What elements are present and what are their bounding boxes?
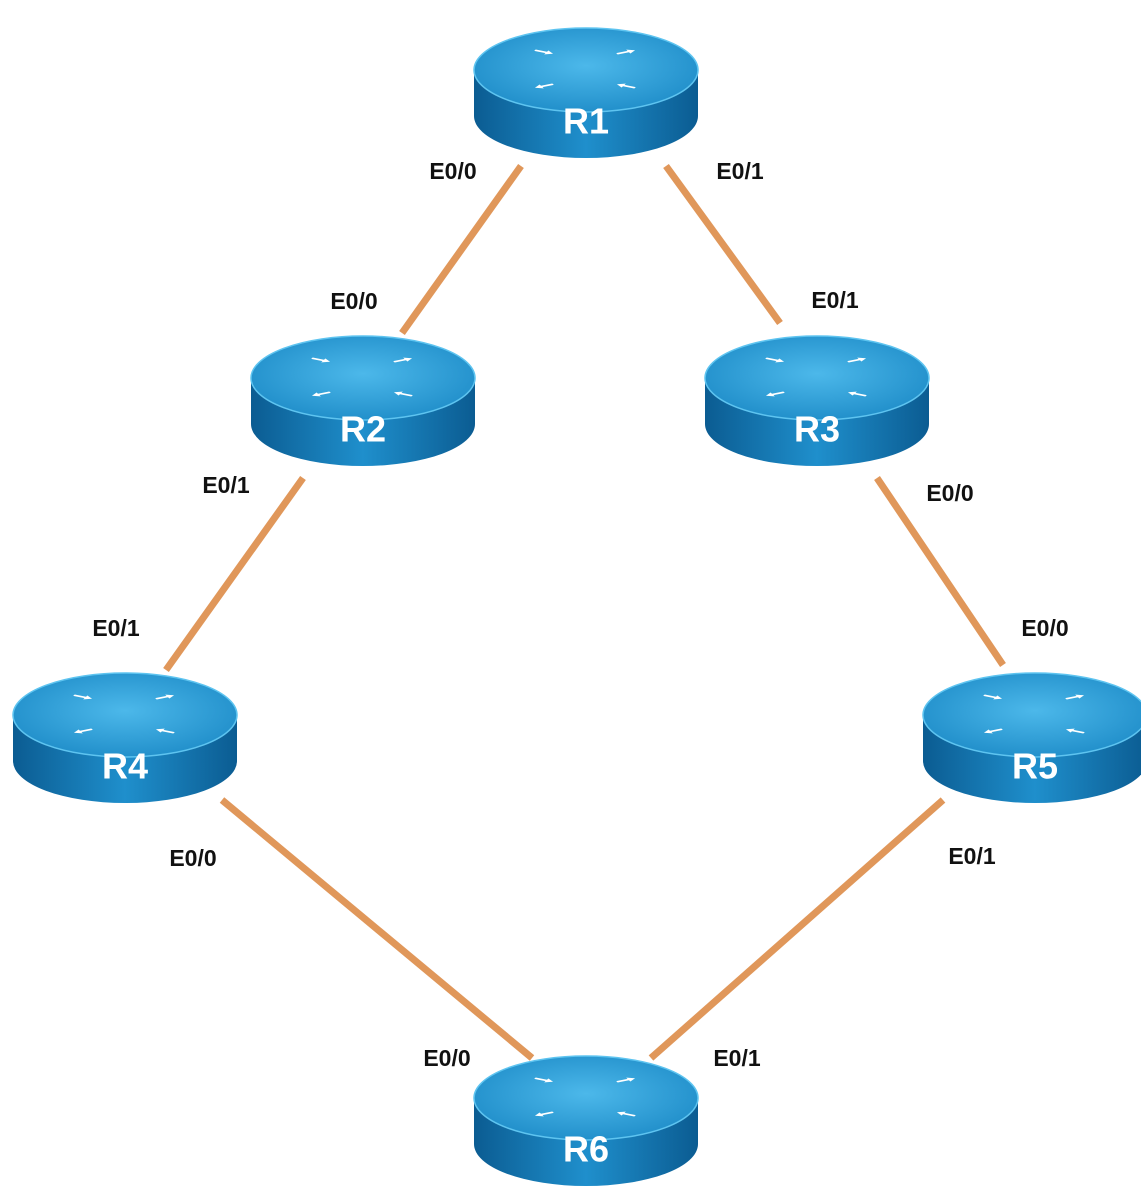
router-icon [473, 1055, 699, 1186]
router-icon [922, 672, 1141, 803]
router-label-r5: R5 [1012, 746, 1058, 787]
interface-label-r4-r4-r6: E0/0 [169, 845, 216, 871]
router-r4[interactable]: R4 [12, 672, 238, 803]
interface-label-r2-r2-r4: E0/1 [202, 472, 250, 498]
links-layer [163, 163, 1006, 1061]
link-r1-r2 [399, 163, 524, 336]
router-r5[interactable]: R5 [922, 672, 1141, 803]
interface-label-r4-r2-r4: E0/1 [92, 615, 140, 641]
router-r3[interactable]: R3 [704, 335, 930, 466]
router-icon [250, 335, 476, 466]
interface-label-r1-r1-r3: E0/1 [716, 158, 764, 184]
link-r3-r5 [874, 476, 1006, 667]
router-label-r3: R3 [794, 409, 840, 450]
interface-labels-layer: E0/0E0/0E0/1E0/1E0/1E0/1E0/0E0/0E0/0E0/0… [92, 158, 1068, 1071]
router-icon [12, 672, 238, 803]
interface-label-r2-r1-r2: E0/0 [330, 288, 377, 314]
router-label-r1: R1 [563, 101, 609, 142]
link-r5-r6 [648, 797, 946, 1061]
router-icon [473, 27, 699, 158]
router-r6[interactable]: R6 [473, 1055, 699, 1186]
interface-label-r3-r3-r5: E0/0 [926, 480, 973, 506]
router-r2[interactable]: R2 [250, 335, 476, 466]
router-label-r2: R2 [340, 409, 386, 450]
interface-label-r6-r5-r6: E0/1 [713, 1045, 761, 1071]
router-label-r4: R4 [102, 746, 148, 787]
router-label-r6: R6 [563, 1129, 609, 1170]
interface-label-r5-r5-r6: E0/1 [948, 843, 996, 869]
link-r4-r6 [219, 797, 535, 1061]
interface-label-r5-r3-r5: E0/0 [1021, 615, 1068, 641]
link-r2-r4 [163, 475, 306, 673]
interface-label-r1-r1-r2: E0/0 [429, 158, 476, 184]
interface-label-r3-r1-r3: E0/1 [811, 287, 859, 313]
router-r1[interactable]: R1 [473, 27, 699, 158]
link-r1-r3 [663, 163, 783, 326]
router-icon [704, 335, 930, 466]
interface-label-r6-r4-r6: E0/0 [423, 1045, 470, 1071]
